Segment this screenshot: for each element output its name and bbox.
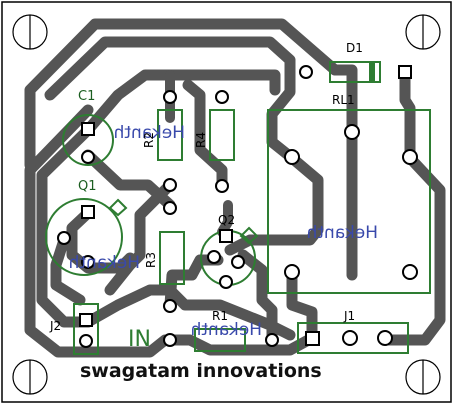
q2-tab — [239, 226, 259, 245]
pad-r2-1 — [163, 90, 177, 104]
d1-outline — [329, 61, 381, 83]
pads — [57, 65, 418, 348]
pad-q2-2 — [207, 250, 221, 264]
label-r3: R3 — [144, 252, 158, 268]
pad-q1-1 — [81, 205, 95, 219]
label-r1: R1 — [212, 309, 228, 323]
r3-outline — [159, 231, 185, 285]
c1-outline — [62, 114, 114, 166]
q1-outline — [45, 198, 123, 276]
pad-r4-2 — [215, 179, 229, 193]
pad-j1-1 — [305, 331, 320, 346]
mounting-hole-top-left — [12, 14, 48, 50]
pad-c1-1 — [81, 122, 95, 136]
pad-r1-1 — [163, 333, 177, 347]
q1-mirror-label: Hekanth — [69, 253, 140, 273]
input-marker: IN — [128, 327, 151, 352]
pad-j2-1 — [79, 313, 93, 327]
rl1-outline — [267, 109, 431, 294]
pad-rl1-2 — [344, 124, 360, 140]
pad-r4-1 — [215, 90, 229, 104]
q1-tab — [108, 198, 128, 217]
silkscreen — [45, 61, 431, 355]
pad-q2-1 — [219, 229, 233, 243]
r4-outline — [209, 109, 235, 161]
pad-q2-3 — [231, 255, 245, 269]
pad-d1-2 — [398, 65, 412, 79]
r2-outline — [157, 109, 183, 161]
mounting-hole-bottom-right — [405, 359, 441, 395]
label-j1: J1 — [343, 309, 355, 323]
c1-mirror-label: Hekanth — [114, 123, 185, 143]
label-q2: Q2 — [218, 213, 235, 227]
pad-r3-2 — [163, 299, 177, 313]
label-r4: R4 — [194, 132, 208, 148]
r1-outline — [194, 328, 246, 352]
pad-d1-1 — [299, 65, 313, 79]
pad-rl1-1 — [284, 149, 300, 165]
pad-j1-2 — [342, 330, 358, 346]
label-rl1: RL1 — [332, 93, 355, 107]
pad-q1-2 — [57, 231, 71, 245]
pad-r1-2 — [265, 333, 279, 347]
pad-q2-4 — [219, 275, 233, 289]
pad-j1-3 — [377, 330, 393, 346]
label-d1: D1 — [346, 41, 363, 55]
label-j2: J2 — [49, 319, 61, 333]
label-q1: Q1 — [78, 179, 97, 194]
mounting-hole-top-right — [405, 14, 441, 50]
pad-q1-3 — [81, 255, 95, 269]
pad-c1-2 — [81, 150, 95, 164]
pad-r2-2 — [163, 178, 177, 192]
credit-text: swagatam innovations — [80, 360, 322, 382]
label-r2: R2 — [142, 132, 156, 148]
label-c1: C1 — [78, 89, 95, 104]
rl1-mirror-label: Hekanth — [307, 223, 378, 243]
pad-rl1-4 — [284, 264, 300, 280]
pad-r3-1 — [163, 201, 177, 215]
pad-j2-2 — [79, 334, 93, 348]
r1-mirror-label: Hekanth — [191, 320, 262, 340]
pad-rl1-3 — [402, 149, 418, 165]
component-labels: D1 RL1 C1 Q1 Q2 R1 R2 R4 R3 J1 J2 — [49, 41, 363, 333]
d1-cathode-band — [369, 62, 375, 82]
mirrored-labels: Hekanth Hekanth Hekanth Hekanth — [69, 123, 378, 340]
pad-rl1-5 — [402, 264, 418, 280]
j1-outline — [297, 322, 409, 354]
mounting-hole-bottom-left — [12, 359, 48, 395]
j2-outline — [73, 303, 99, 355]
